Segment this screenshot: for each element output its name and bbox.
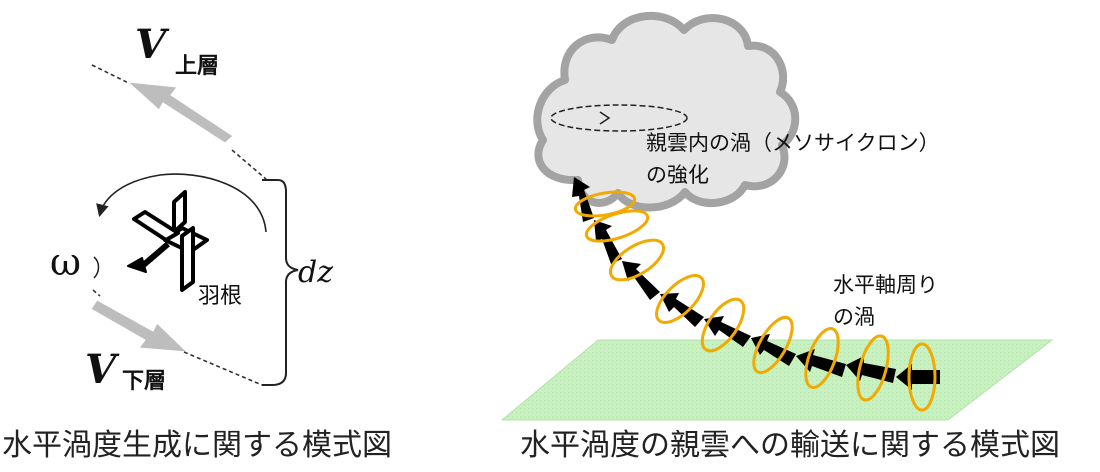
horizontal-vortex-label: 水平軸周り の渦 [833,273,945,329]
blade-label: 羽根 [198,284,242,309]
blade-icon [127,190,209,292]
vortex-segment [660,293,704,327]
lower-shear-dashed-line [92,289,263,386]
ground-plane [500,339,1054,421]
vortex-rings [573,190,937,412]
vortex-ring [856,334,890,402]
vortex-ring [573,190,637,218]
lower-wind-v-label: V [85,346,120,393]
right-diagram-caption: 水平渦度の親雲への輸送に関する模式図 [520,428,1060,463]
mesocyclone-label-line-1: 親雲内の渦（メソサイクロン） [646,131,940,155]
vortex-ring [752,315,794,375]
vortex-ring [700,297,746,353]
vortex-segment [622,261,660,300]
upper-wind-v-label: V [135,21,170,68]
rotation-arc [96,173,267,233]
upper-wind-arrow [126,81,234,144]
mesocyclone-rotation-icon [599,111,611,125]
lower-wind-arrow [90,299,189,353]
horizontal-vortex-label-line-1: 水平軸周り [833,273,938,297]
vortex-ring [655,274,705,324]
vortex-segment [751,334,796,366]
vortex-ring [804,327,840,389]
vortex-segment [896,364,940,390]
upper-wind-sub-label: 上層 [175,54,219,79]
vortex-ring [608,238,666,282]
mesocyclone-label-line-2: の強化 [646,163,709,187]
left-diagram-caption: 水平渦度生成に関する模式図 [2,428,392,463]
parent-cloud [533,11,800,212]
dz-brace [262,179,299,386]
dz-label: dz [298,255,333,290]
horizontal-vortex-label-line-2: の渦 [833,305,875,329]
vortex-segment [704,316,751,347]
mesocyclone-label: 親雲内の渦（メソサイクロン） の強化 [646,131,946,187]
left-diagram: V 上層 羽根 ω V 下層 dz [50,21,333,394]
vortex-ring [907,342,937,412]
omega-symbol: ω [50,240,81,284]
mesocyclone-ellipse [550,104,688,132]
upper-shear-dashed-line [91,64,267,180]
right-diagram: 親雲内の渦（メソサイクロン） の強化 [500,11,1054,421]
omega-bracket [93,256,100,279]
lower-wind-sub-label: 下層 [122,369,166,394]
